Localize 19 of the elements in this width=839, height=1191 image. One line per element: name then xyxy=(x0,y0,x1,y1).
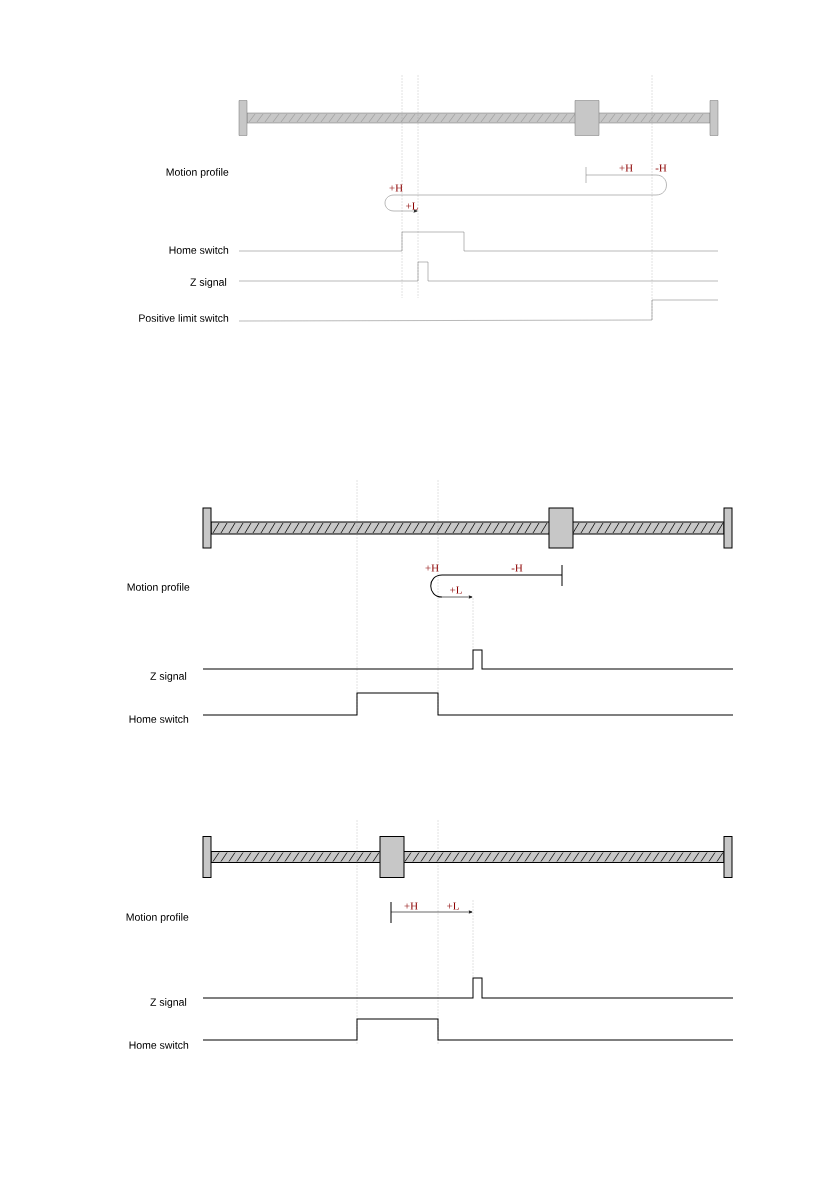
signal-label: Home switch xyxy=(129,715,189,723)
signal-label: Motion profile xyxy=(127,583,190,593)
speed-label: +L xyxy=(450,586,462,594)
speed-label: +H xyxy=(389,184,403,192)
speed-label: +L xyxy=(406,202,418,210)
signal-label: Home switch xyxy=(169,246,229,254)
signal-label: Positive limit switch xyxy=(139,314,229,322)
signal-label: Home switch xyxy=(129,1041,189,1049)
speed-label: +H xyxy=(425,564,439,572)
speed-label: -H xyxy=(511,564,523,572)
signal-label: Z signal xyxy=(150,998,187,1008)
speed-label: +H xyxy=(619,164,633,172)
speed-label: +H xyxy=(404,902,418,910)
speed-label: +L xyxy=(447,902,459,910)
speed-label: -H xyxy=(655,164,667,172)
signal-label: Motion profile xyxy=(126,913,189,923)
signal-label: Motion profile xyxy=(166,168,229,178)
signal-label: Z signal xyxy=(150,672,187,682)
signal-label: Z signal xyxy=(190,278,227,288)
